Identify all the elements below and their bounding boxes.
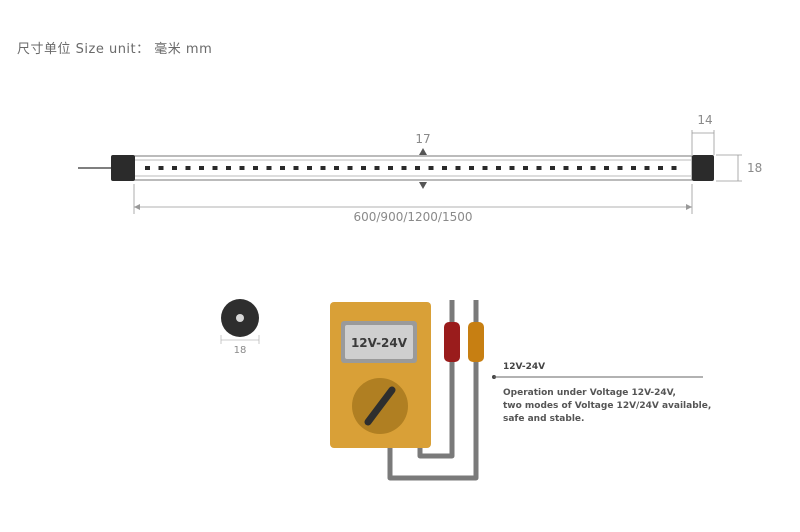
length-label: 600/900/1200/1500 bbox=[353, 210, 472, 224]
led-chip bbox=[401, 166, 407, 170]
led-chip bbox=[185, 166, 191, 170]
led-chip bbox=[469, 166, 474, 170]
orange-lead-wire bbox=[387, 300, 479, 481]
led-chip bbox=[631, 166, 636, 170]
led-chip bbox=[226, 166, 231, 170]
led-chip bbox=[280, 166, 285, 170]
led-chip bbox=[415, 166, 420, 170]
led-chip bbox=[266, 166, 272, 170]
voltage-desc-line-1: Operation under Voltage 12V-24V, bbox=[503, 388, 676, 398]
led-chip bbox=[604, 166, 609, 170]
led-chip bbox=[442, 166, 447, 170]
multimeter-dial-pointer bbox=[364, 386, 396, 426]
led-chip bbox=[590, 166, 596, 170]
led-chip bbox=[617, 166, 623, 170]
led-chip bbox=[199, 166, 204, 170]
voltage-desc-line-2: two modes of Voltage 12V/24V available, bbox=[503, 401, 711, 411]
center-dimension: 17 bbox=[415, 132, 431, 189]
cross-section: 18 bbox=[220, 299, 260, 356]
height-dimension: 18 bbox=[716, 154, 762, 182]
size-unit-title: 尺寸单位 Size unit： 毫米 mm bbox=[17, 42, 213, 57]
diameter-label: 18 bbox=[234, 345, 247, 356]
led-chip bbox=[523, 166, 528, 170]
height-label: 18 bbox=[747, 161, 762, 175]
led-tube bbox=[78, 155, 714, 181]
left-end-cap bbox=[111, 155, 135, 181]
voltage-heading: 12V-24V bbox=[503, 362, 545, 372]
voltage-info: 12V-24V Operation under Voltage 12V-24V,… bbox=[492, 362, 711, 424]
led-chip bbox=[658, 166, 663, 170]
led-chip bbox=[496, 166, 501, 170]
led-chip bbox=[158, 166, 164, 170]
end-cap-width-label: 14 bbox=[697, 113, 712, 127]
led-chip bbox=[361, 166, 366, 170]
led-chip-row bbox=[145, 166, 677, 170]
orange-probe bbox=[468, 322, 484, 362]
led-chip bbox=[293, 166, 299, 170]
led-chip bbox=[671, 166, 677, 170]
led-chip bbox=[482, 166, 488, 170]
right-end-cap bbox=[692, 155, 714, 181]
length-dimension: 600/900/1200/1500 bbox=[133, 184, 693, 224]
led-chip bbox=[320, 166, 326, 170]
led-chip bbox=[347, 166, 353, 170]
led-chip bbox=[509, 166, 515, 170]
led-chip bbox=[563, 166, 569, 170]
led-chip bbox=[253, 166, 258, 170]
end-cap-width-dimension: 14 bbox=[691, 113, 715, 155]
cross-section-core bbox=[236, 314, 244, 322]
red-probe bbox=[444, 322, 460, 362]
led-chip bbox=[536, 166, 542, 170]
led-chip bbox=[307, 166, 312, 170]
center-dim-label: 17 bbox=[415, 132, 430, 146]
multimeter-screen bbox=[345, 325, 413, 359]
multimeter-illustration: 12V-24V bbox=[330, 300, 484, 481]
multimeter-display-text: 12V-24V bbox=[351, 336, 408, 350]
led-chip bbox=[550, 166, 555, 170]
led-chip bbox=[388, 166, 393, 170]
led-chip bbox=[428, 166, 434, 170]
led-chip bbox=[334, 166, 339, 170]
led-chip bbox=[374, 166, 380, 170]
led-chip bbox=[145, 166, 150, 170]
red-lead-wire bbox=[417, 300, 455, 459]
led-chip bbox=[239, 166, 245, 170]
led-chip bbox=[455, 166, 461, 170]
led-chip bbox=[644, 166, 650, 170]
led-chip bbox=[212, 166, 218, 170]
voltage-desc-line-3: safe and stable. bbox=[503, 414, 584, 424]
led-chip bbox=[172, 166, 177, 170]
led-chip bbox=[577, 166, 582, 170]
